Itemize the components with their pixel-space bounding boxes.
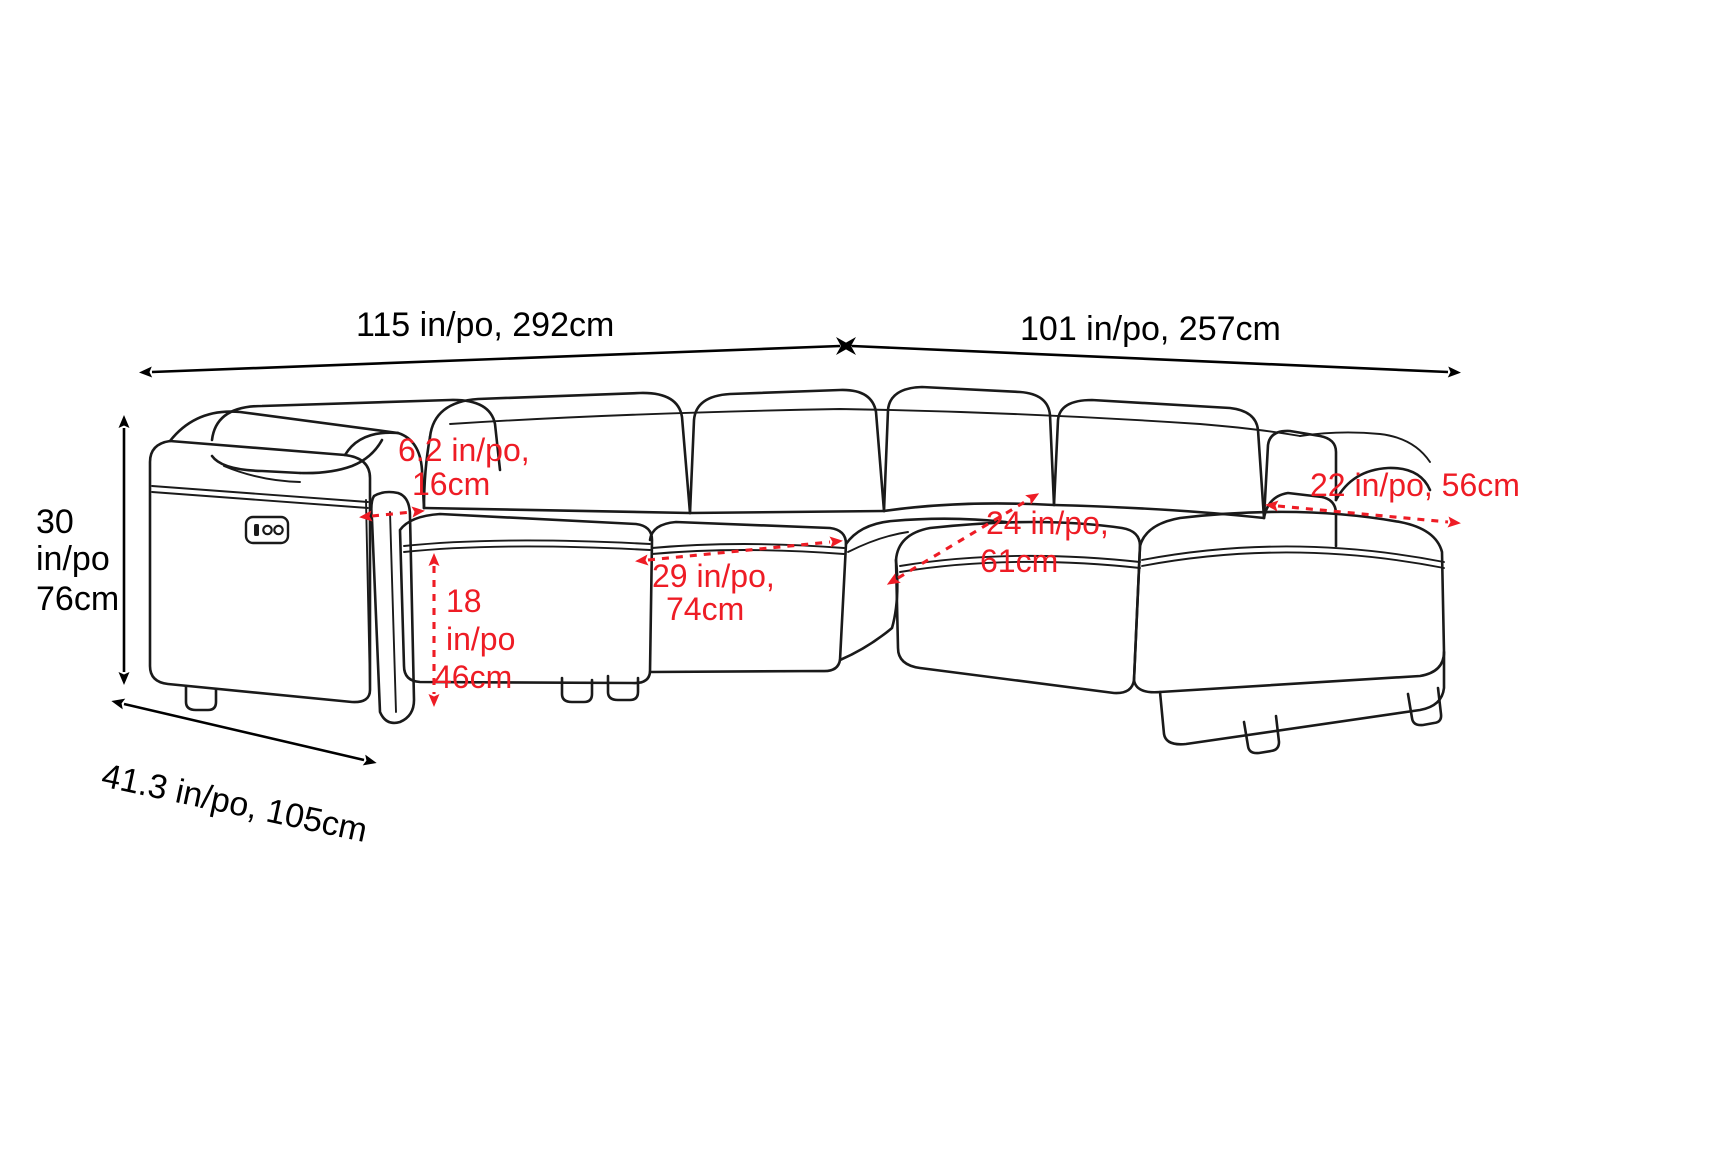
backrest-left	[210, 398, 502, 510]
label-seat-width: 24 in/po, 61cm	[980, 505, 1109, 579]
dim-overall-depth	[111, 698, 377, 766]
label-overall-depth: 41.3 in/po, 105cm	[98, 757, 370, 850]
label-arm-width: 6.2 in/po, 16cm	[398, 432, 530, 502]
power-recline-control-panel[interactable]	[244, 515, 290, 545]
label-seat-height-line1: 18	[446, 583, 482, 619]
label-seat-depth: 29 in/po, 74cm	[652, 558, 775, 627]
label-seat-height-line2: in/po	[446, 621, 515, 657]
dim-arm-width	[359, 506, 425, 522]
label-seat-width-line1: 24 in/po,	[986, 505, 1109, 541]
label-arm-width-line1: 6.2 in/po,	[398, 432, 530, 468]
back-top-piping	[449, 408, 1301, 437]
label-chaise-width: 22 in/po, 56cm	[1310, 467, 1520, 503]
chaise-seat	[1132, 510, 1446, 755]
recliner-rail	[370, 490, 416, 725]
dim-seat-width	[886, 493, 1040, 585]
label-seat-depth-line2: 74cm	[666, 591, 744, 627]
label-seat-width-line2: 61cm	[980, 543, 1058, 579]
left-arm	[148, 410, 400, 712]
dim-overall-width-right	[840, 337, 1461, 378]
back-cushions	[422, 385, 1338, 520]
label-overall-width-left: 115 in/po, 292cm	[356, 306, 614, 344]
label-seat-height: 18 in/po 46cm	[434, 583, 515, 695]
label-overall-height-line1: 30	[36, 503, 74, 541]
dim-seat-depth	[635, 536, 843, 566]
label-overall-height-line2: in/po	[36, 540, 110, 578]
label-seat-height-line3: 46cm	[434, 659, 512, 695]
label-arm-width-line2: 16cm	[412, 466, 490, 502]
label-overall-height-line3: 76cm	[36, 580, 119, 618]
label-overall-height: 30 in/po 76cm	[36, 503, 119, 618]
label-seat-depth-line1: 29 in/po,	[652, 558, 775, 594]
sofa-body	[148, 385, 1446, 755]
dim-chaise-width	[1265, 500, 1461, 528]
arm-seam	[365, 499, 371, 691]
label-overall-width-right: 101 in/po, 257cm	[1020, 310, 1281, 348]
corner-wedge	[838, 517, 1008, 662]
